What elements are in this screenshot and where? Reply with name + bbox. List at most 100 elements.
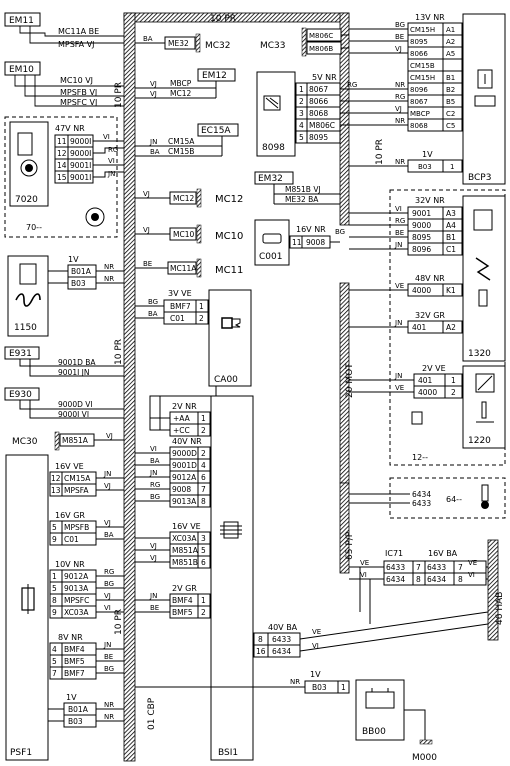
svg-text:10 PR: 10 PR xyxy=(114,609,124,635)
ground-mc11: BE MC11A MC11 xyxy=(135,258,243,278)
svg-text:8: 8 xyxy=(458,575,463,584)
svg-text:MC10: MC10 xyxy=(215,231,243,242)
svg-text:M806B: M806B xyxy=(309,45,333,53)
svg-text:12: 12 xyxy=(57,149,67,158)
svg-text:6434: 6434 xyxy=(386,575,405,584)
svg-text:4: 4 xyxy=(299,121,304,130)
svg-text:M806C: M806C xyxy=(309,32,333,40)
box-ca00: 3V VE BMF7 1 C01 2 BG BA CA00 xyxy=(135,289,252,431)
box-8098: 8098 5V NR 1 8067 2 8066 3 8068 4 M806C … xyxy=(256,71,357,157)
tag-em12: EM12 VJ VJ MBCP MC12 xyxy=(135,68,236,99)
wire-label: MC10 VJ xyxy=(60,76,93,85)
svg-text:8066: 8066 xyxy=(410,50,428,58)
harness-buses xyxy=(123,12,499,762)
svg-text:9000: 9000 xyxy=(412,221,431,230)
wire-label: MC11A BE xyxy=(58,27,99,36)
svg-text:10 PR: 10 PR xyxy=(114,82,124,108)
svg-text:16V GR: 16V GR xyxy=(55,511,85,520)
svg-text:VJ: VJ xyxy=(395,105,402,113)
svg-text:1V: 1V xyxy=(422,150,433,159)
svg-text:8: 8 xyxy=(258,635,263,644)
svg-text:32V GR: 32V GR xyxy=(415,311,445,320)
svg-text:C001: C001 xyxy=(259,252,282,262)
svg-text:8098: 8098 xyxy=(262,143,285,153)
svg-text:8095: 8095 xyxy=(412,233,431,242)
svg-text:6433: 6433 xyxy=(386,563,405,572)
svg-text:JN: JN xyxy=(394,319,402,327)
svg-text:BA: BA xyxy=(104,531,114,539)
svg-text:B1: B1 xyxy=(446,74,455,82)
svg-text:EM10: EM10 xyxy=(9,65,34,75)
tag-e930: E930 9000D VI 9000I VI xyxy=(4,387,124,419)
svg-text:E930: E930 xyxy=(9,390,32,400)
svg-text:B01A: B01A xyxy=(71,267,92,276)
svg-text:BG: BG xyxy=(395,21,405,29)
svg-text:16V BA: 16V BA xyxy=(428,549,458,558)
svg-text:B03: B03 xyxy=(418,163,432,171)
wires-em11 xyxy=(19,26,124,44)
svg-text:9008: 9008 xyxy=(172,485,191,494)
ground-mc32: BA ME32 MC32 xyxy=(135,33,231,53)
svg-text:8: 8 xyxy=(416,575,421,584)
svg-text:10 PR: 10 PR xyxy=(375,139,385,165)
svg-text:1: 1 xyxy=(201,414,206,423)
svg-text:6434: 6434 xyxy=(427,575,446,584)
svg-text:48V NR: 48V NR xyxy=(415,274,445,283)
svg-text:7: 7 xyxy=(416,563,421,572)
svg-text:VI: VI xyxy=(150,445,157,453)
svg-text:B03: B03 xyxy=(68,717,83,726)
svg-text:JN: JN xyxy=(103,470,111,478)
svg-text:1: 1 xyxy=(299,85,304,94)
svg-text:JN: JN xyxy=(149,592,157,600)
svg-text:46 HAB: 46 HAB xyxy=(495,592,505,625)
svg-text:10 PR: 10 PR xyxy=(210,14,236,24)
svg-text:9012A: 9012A xyxy=(172,473,197,482)
svg-text:VE: VE xyxy=(312,628,321,636)
box-bb00: 1V B03 1 NR 10 PR BB00 M000 xyxy=(135,670,437,763)
svg-text:E931: E931 xyxy=(9,349,32,359)
svg-text:M851B: M851B xyxy=(172,558,198,567)
svg-text:MC32: MC32 xyxy=(205,41,231,51)
svg-text:MC11A: MC11A xyxy=(170,264,197,273)
svg-text:01 CBP: 01 CBP xyxy=(147,697,157,730)
svg-text:EC15A: EC15A xyxy=(201,126,231,136)
svg-text:JN: JN xyxy=(149,138,157,146)
svg-text:13: 13 xyxy=(51,486,61,495)
svg-text:6: 6 xyxy=(201,473,206,482)
svg-text:VJ: VJ xyxy=(104,519,111,527)
svg-text:6434: 6434 xyxy=(412,490,431,499)
svg-text:1V: 1V xyxy=(68,255,79,264)
svg-text:8066: 8066 xyxy=(309,97,328,106)
svg-text:CM15H: CM15H xyxy=(410,74,435,82)
svg-text:VJ: VJ xyxy=(150,542,157,550)
svg-text:5: 5 xyxy=(201,546,206,555)
box-c001: C001 16V NR 11 9008 BG xyxy=(254,219,345,266)
svg-text:2: 2 xyxy=(201,449,206,458)
svg-text:MC12: MC12 xyxy=(215,194,243,205)
svg-text:7: 7 xyxy=(201,485,206,494)
svg-text:32V NR: 32V NR xyxy=(415,196,445,205)
svg-text:MPSFA: MPSFA xyxy=(64,486,89,495)
tag-em11: EM11 xyxy=(4,12,41,27)
svg-text:BE: BE xyxy=(395,33,404,41)
svg-text:5: 5 xyxy=(299,133,304,142)
svg-text:RG: RG xyxy=(395,217,405,225)
misc-wires xyxy=(295,34,349,90)
ground-mc12: VJ MC12 MC12 xyxy=(135,188,243,208)
svg-text:VI: VI xyxy=(395,205,402,213)
svg-text:NR: NR xyxy=(395,81,405,89)
svg-text:B03: B03 xyxy=(312,683,327,692)
svg-text:6433: 6433 xyxy=(427,563,446,572)
svg-text:VE: VE xyxy=(468,559,477,567)
svg-text:15: 15 xyxy=(57,173,67,182)
svg-text:B2: B2 xyxy=(446,86,455,94)
svg-text:A2: A2 xyxy=(446,323,456,332)
svg-text:M851A: M851A xyxy=(62,436,89,445)
svg-text:BE: BE xyxy=(104,653,113,661)
svg-text:VI: VI xyxy=(103,133,110,141)
svg-text:B01A: B01A xyxy=(68,705,89,714)
svg-text:BB00: BB00 xyxy=(362,727,386,737)
svg-text:65 P/P: 65 P/P xyxy=(345,531,355,560)
box-bcp3: BCP3 xyxy=(462,13,506,185)
